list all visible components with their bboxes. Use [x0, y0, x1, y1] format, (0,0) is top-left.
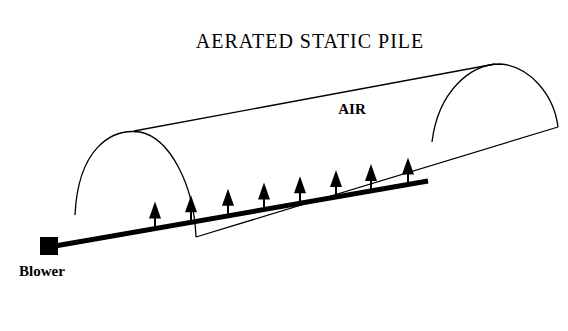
blower-label: Blower [19, 263, 65, 280]
air-label: AIR [338, 101, 366, 118]
air-pipe [55, 181, 428, 246]
arrow-head [258, 183, 270, 200]
back-arch [432, 64, 558, 142]
arrow-head [294, 176, 306, 193]
top-edge [134, 64, 495, 131]
title: AERATED STATIC PILE [196, 30, 425, 53]
front-arch [75, 132, 196, 237]
arrow-head [222, 189, 234, 206]
arrow-head [149, 202, 161, 219]
base-edge [196, 127, 558, 237]
pile-outline [75, 64, 558, 237]
blower-box [40, 237, 58, 255]
air-arrows [149, 157, 414, 226]
arrow-head [402, 157, 414, 174]
arrow-head [185, 195, 197, 212]
arrow-head [365, 164, 377, 181]
arrow-head [330, 170, 342, 187]
